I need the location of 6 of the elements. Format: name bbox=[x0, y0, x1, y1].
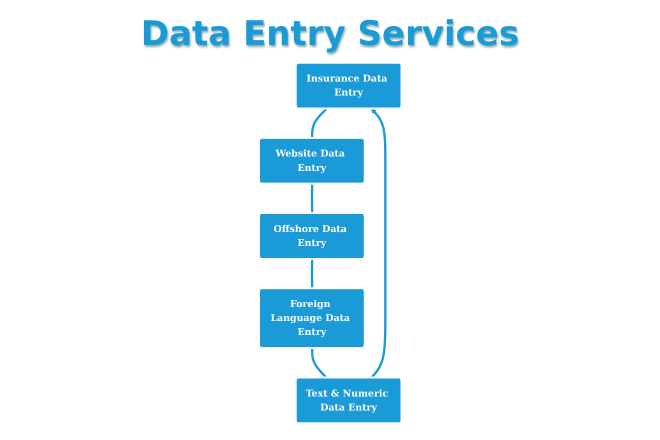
connector bbox=[310, 348, 328, 379]
connector bbox=[310, 259, 314, 289]
connector bbox=[310, 184, 314, 214]
connector bbox=[310, 108, 328, 138]
title: Data Entry Services bbox=[140, 14, 520, 54]
arrow bbox=[370, 108, 386, 379]
